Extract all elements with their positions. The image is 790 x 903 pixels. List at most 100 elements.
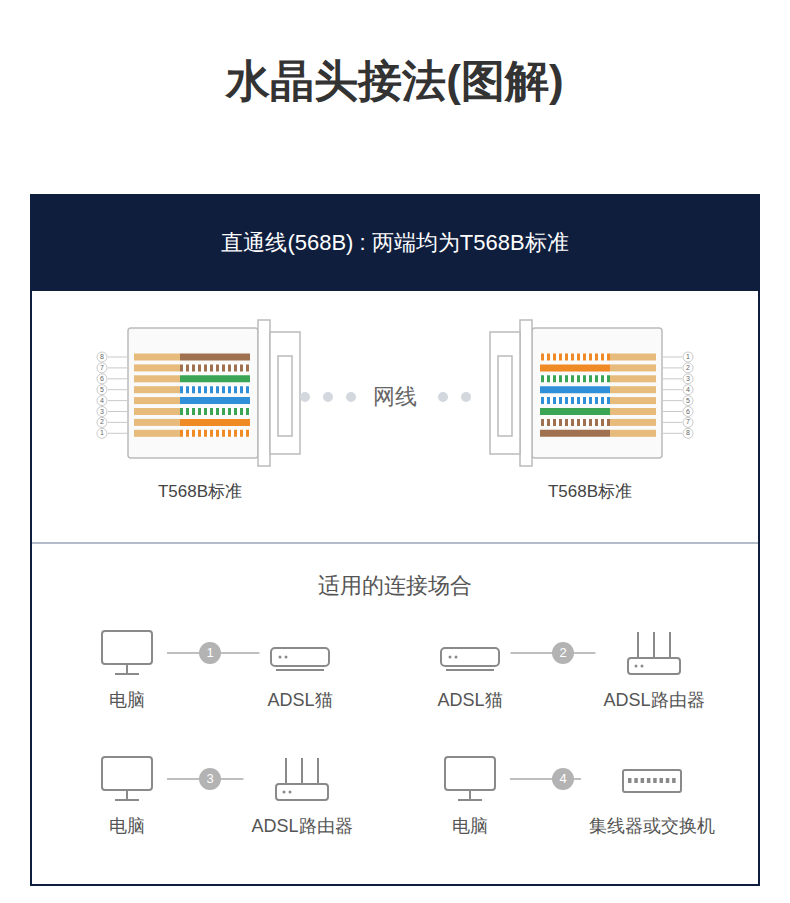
callout-number: 2 (552, 642, 574, 664)
leader-line (108, 378, 127, 379)
router-antenna (285, 758, 287, 784)
pin-number: 3 (97, 407, 107, 417)
device-icon (95, 628, 159, 678)
router-antenna (317, 758, 319, 784)
device: ADSL路由器 (243, 754, 360, 838)
pin-number: 8 (97, 352, 107, 362)
wire-stripe (180, 386, 250, 393)
switch-port (660, 778, 664, 783)
device-label: 电脑 (438, 814, 502, 838)
router-led (641, 665, 644, 668)
wire-stripe (540, 419, 610, 426)
wire-solid (180, 397, 250, 404)
pin-marker (97, 396, 107, 406)
wire-white (540, 419, 610, 426)
pin-marker (683, 385, 693, 395)
page-title: 水晶头接法(图解) (0, 52, 790, 111)
modem-foot (276, 669, 324, 671)
device-label: ADSL猫 (437, 688, 502, 712)
pin-marker (97, 428, 107, 438)
section-heading: 适用的连接场合 (0, 571, 790, 601)
router-antenna (653, 632, 655, 658)
wire-stripe (540, 354, 610, 361)
pin-number: 6 (97, 374, 107, 384)
divider-line (32, 542, 758, 544)
pin-number: 5 (683, 396, 693, 406)
pin-number: 2 (683, 363, 693, 373)
pin-number: 1 (683, 352, 693, 362)
plug-boot-slot (498, 356, 512, 436)
pin-marker (683, 374, 693, 384)
device-icon (438, 628, 502, 678)
pin-marker (683, 417, 693, 427)
router-antenna (669, 632, 671, 658)
leader-line (663, 357, 682, 358)
plug-body (532, 328, 662, 458)
gold-contact (610, 354, 656, 361)
switch-port (666, 778, 670, 783)
modem-led (455, 656, 458, 659)
pin-marker (683, 363, 693, 373)
wire-white (180, 386, 250, 393)
standard-label: T568B标准 (95, 480, 305, 503)
leader-line (108, 433, 127, 434)
wire-solid (540, 386, 610, 393)
leader-line (663, 422, 682, 423)
device-icon (95, 754, 159, 804)
switch-port (653, 778, 657, 783)
pin-number: 3 (683, 374, 693, 384)
pin-marker (683, 352, 693, 362)
router-case (276, 784, 328, 800)
wire-solid (180, 354, 250, 361)
wire-solid (540, 364, 610, 371)
callout-number: 3 (199, 768, 221, 790)
router-case (628, 658, 680, 674)
pin-number: 7 (683, 417, 693, 427)
pin-marker (683, 407, 693, 417)
wire-stripe (540, 375, 610, 382)
monitor-base (115, 673, 139, 675)
leader-line (108, 411, 127, 412)
wire-white (540, 375, 610, 382)
gold-contact (610, 408, 656, 415)
plug-boot (270, 332, 300, 454)
modem-case (441, 648, 499, 666)
monitor-stand (469, 790, 471, 799)
cable-label: 网线 (365, 380, 425, 414)
wire-white (540, 397, 610, 404)
device-label: ADSL路由器 (603, 688, 704, 712)
router-led (283, 791, 286, 794)
monitor-screen (102, 631, 152, 664)
gold-contact (134, 386, 180, 393)
device-label: ADSL路由器 (251, 814, 352, 838)
pin-marker (97, 417, 107, 427)
pin-marker (97, 363, 107, 373)
panel-frame (31, 195, 759, 885)
switch-port (634, 778, 638, 783)
modem-led (449, 656, 452, 659)
device-icon (620, 754, 684, 804)
wire-solid (180, 419, 250, 426)
plug-latch (258, 320, 270, 466)
device: ADSL猫 (429, 628, 510, 712)
device: ADSL路由器 (595, 628, 712, 712)
monitor-stand (126, 790, 128, 799)
leader-line (108, 389, 127, 390)
gold-contact (134, 364, 180, 371)
leader-line (663, 433, 682, 434)
wire-stripe (180, 408, 250, 415)
router-antenna (301, 758, 303, 784)
monitor-screen (102, 757, 152, 790)
device-icon (268, 628, 332, 678)
rj45-connector: T568B标准 (485, 318, 695, 503)
device-icon (438, 754, 502, 804)
pin-marker (97, 352, 107, 362)
device-label: 集线器或交换机 (589, 814, 715, 838)
modem-led (285, 656, 288, 659)
gold-contact (610, 430, 656, 437)
switch-port (647, 778, 651, 783)
leader-line (108, 422, 127, 423)
callout-number: 4 (552, 768, 574, 790)
gold-contact (610, 419, 656, 426)
monitor-base (115, 799, 139, 801)
